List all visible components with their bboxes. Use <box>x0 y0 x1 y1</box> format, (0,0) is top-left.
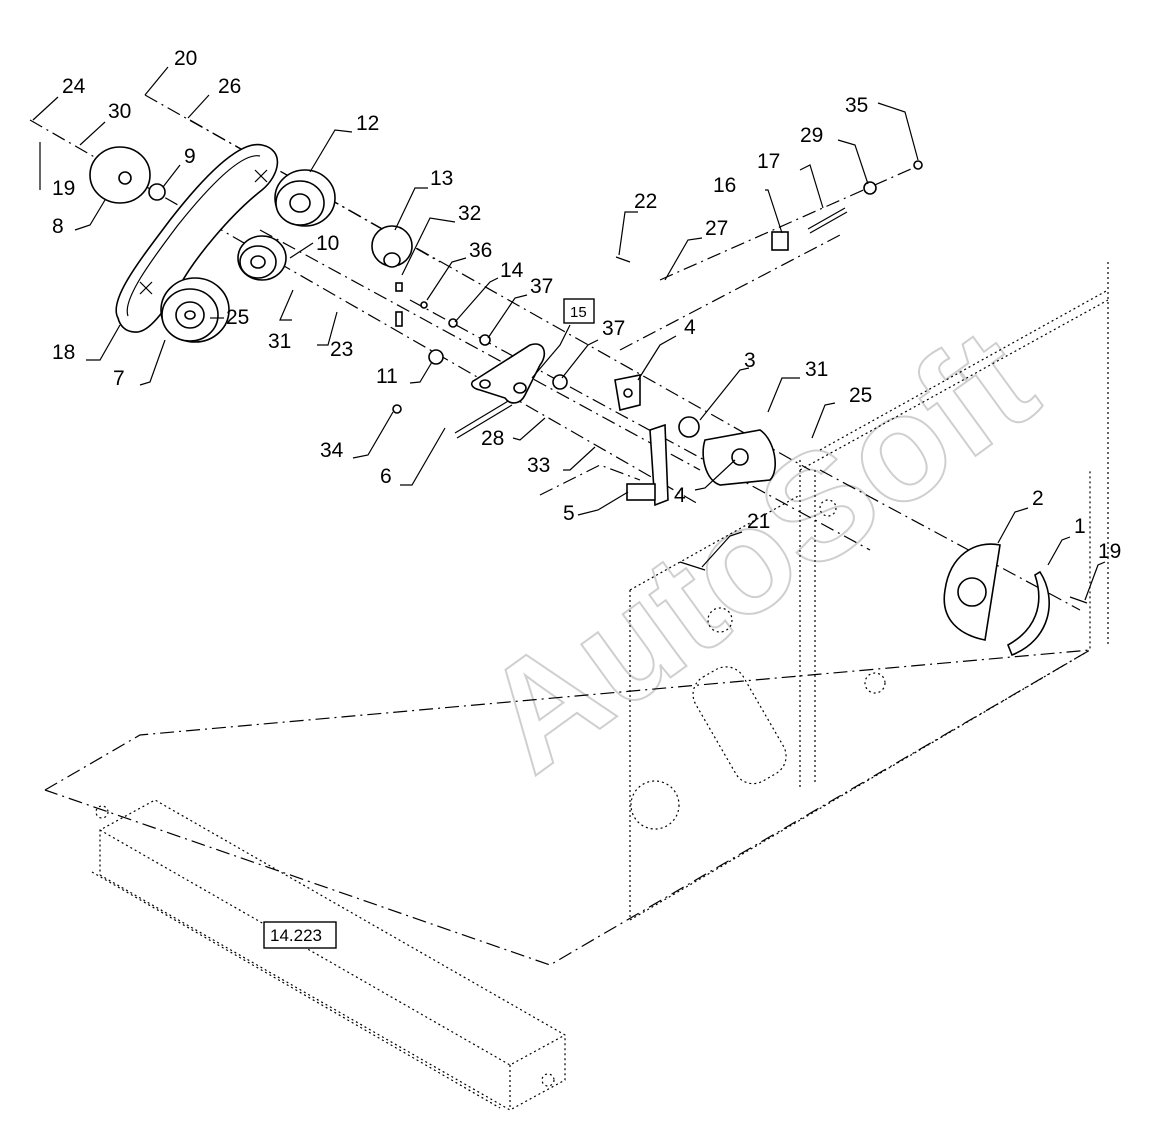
callout-13: 13 <box>430 167 453 190</box>
callout-36: 36 <box>469 239 492 262</box>
small-hardware <box>392 160 1088 604</box>
bushing-9 <box>148 183 166 201</box>
boxed-reference-14223: 14.223 <box>263 921 337 949</box>
callout-1: 1 <box>1074 515 1086 538</box>
callout-31-right: 31 <box>805 358 828 381</box>
callout-28: 28 <box>481 427 504 450</box>
lower-beam <box>44 649 1091 1111</box>
callout-6: 6 <box>380 465 392 488</box>
callout-18: 18 <box>52 341 75 364</box>
callout-32: 32 <box>458 202 481 225</box>
bracket-4-upper <box>614 374 641 411</box>
hub-13 <box>371 225 413 268</box>
callout-4-lower: 4 <box>674 484 686 507</box>
pulley-10 <box>237 235 287 281</box>
callout-8: 8 <box>52 215 64 238</box>
callout-16: 16 <box>713 174 736 197</box>
callout-20: 20 <box>174 47 197 70</box>
bracket-assembly-3 <box>702 429 776 486</box>
callout-4-upper: 4 <box>684 316 696 339</box>
callout-5: 5 <box>563 502 575 525</box>
frame-panel <box>629 262 1109 922</box>
shield-1 <box>1006 570 1050 657</box>
callout-31-left: 31 <box>268 330 291 353</box>
shield-2 <box>943 543 1001 641</box>
callout-34: 34 <box>320 439 344 462</box>
boxed-label-14223: 14.223 <box>270 926 322 945</box>
callout-17: 17 <box>757 150 780 173</box>
callout-24: 24 <box>62 75 86 98</box>
callout-10: 10 <box>316 232 339 255</box>
latch-5 <box>626 423 669 507</box>
callout-19-upper: 19 <box>52 177 75 200</box>
callout-25-left: 25 <box>226 306 249 329</box>
tensioner-arm <box>470 343 546 404</box>
callout-23: 23 <box>330 338 353 361</box>
callout-22: 22 <box>634 190 657 213</box>
callout-33: 33 <box>527 454 550 477</box>
callout-19-right: 19 <box>1098 540 1121 563</box>
callout-21: 21 <box>747 510 770 533</box>
callout-37-upper: 37 <box>530 275 553 298</box>
boxed-label-15: 15 <box>570 304 587 321</box>
boxed-reference-15: 15 <box>563 298 595 324</box>
callout-labels: 24 20 26 30 12 9 19 8 13 32 10 35 29 17 … <box>52 47 1121 563</box>
callout-27: 27 <box>705 217 728 240</box>
callout-14: 14 <box>500 259 524 282</box>
callout-35: 35 <box>845 94 868 117</box>
callout-11: 11 <box>376 365 398 388</box>
leader-lines <box>32 66 1106 601</box>
callout-7: 7 <box>113 367 125 390</box>
pulley-12 <box>274 169 336 227</box>
callout-12: 12 <box>356 112 379 135</box>
callout-25-right: 25 <box>849 384 872 407</box>
callout-9: 9 <box>184 145 196 168</box>
callout-29: 29 <box>800 124 823 147</box>
v-belt <box>115 143 279 333</box>
callout-37-lower: 37 <box>602 317 625 340</box>
callout-2: 2 <box>1032 487 1044 510</box>
callout-3: 3 <box>744 349 756 372</box>
callout-30: 30 <box>108 100 131 123</box>
pulley-7 <box>160 277 230 343</box>
callout-26: 26 <box>218 75 241 98</box>
flange-8 <box>89 146 151 204</box>
